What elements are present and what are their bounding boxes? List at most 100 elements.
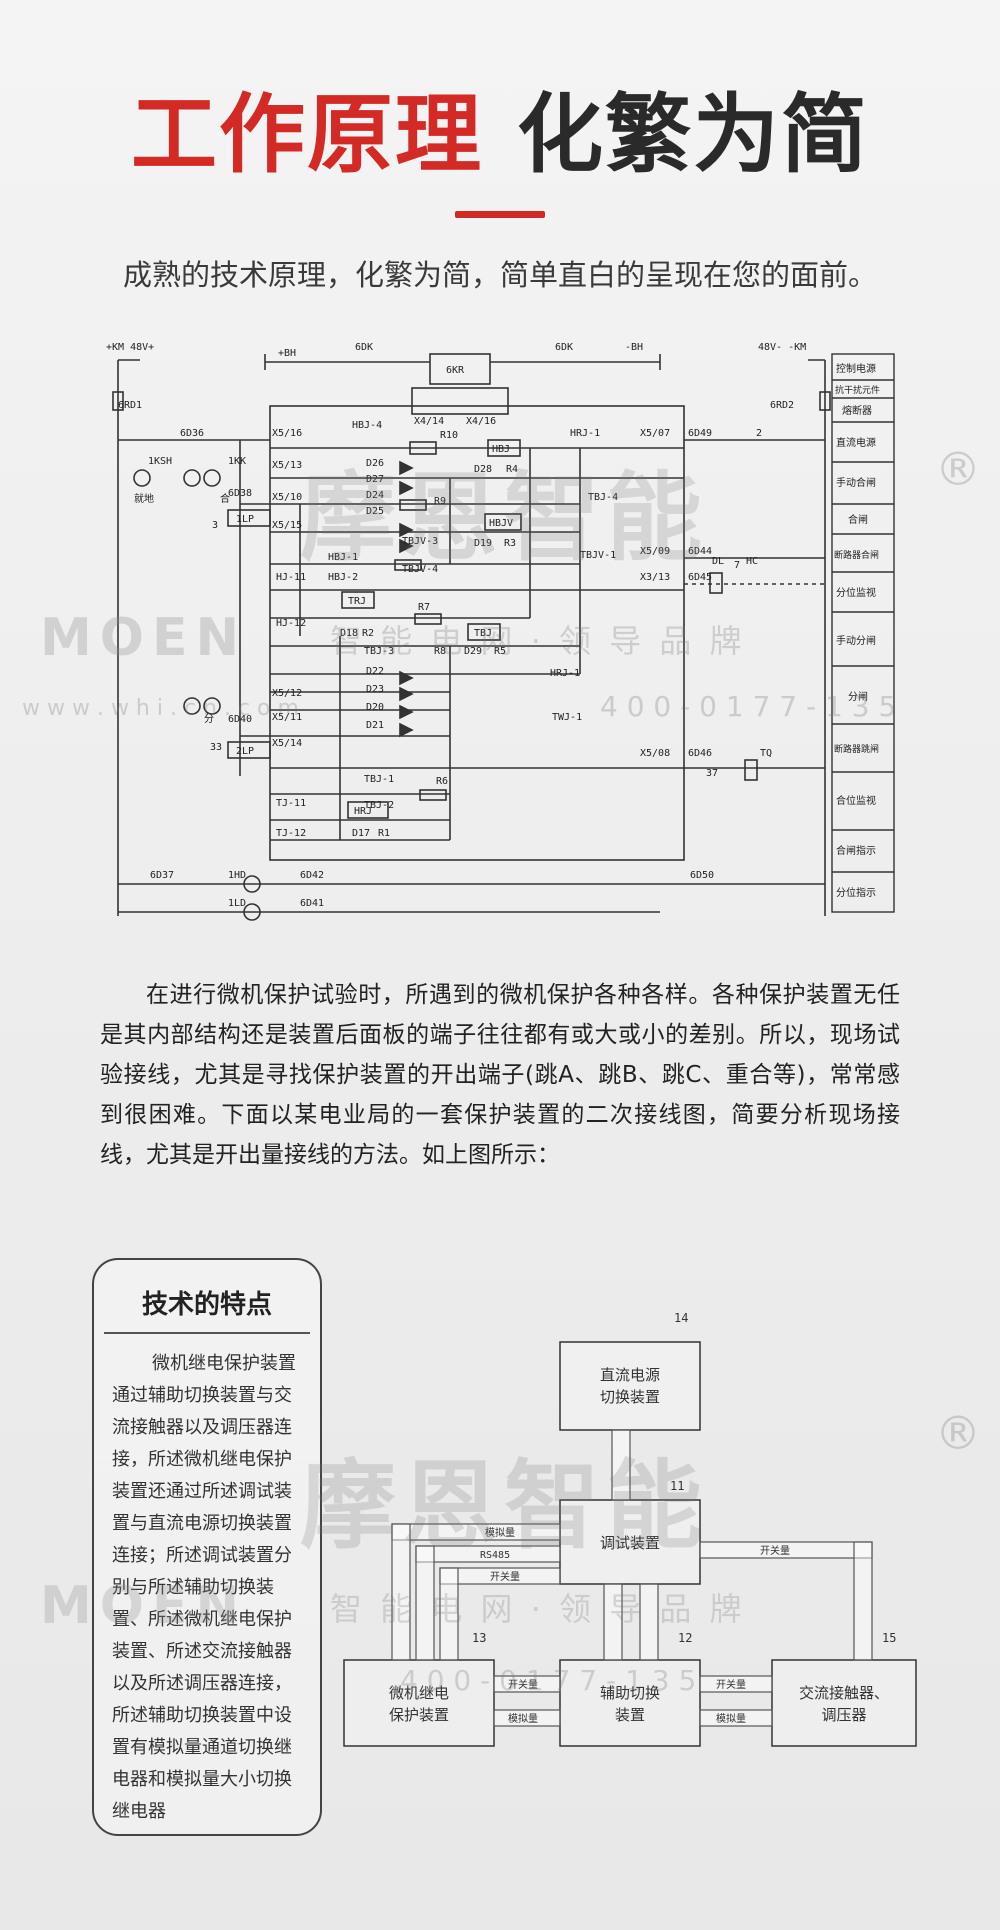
component-label: TBJ-1 bbox=[364, 774, 394, 785]
component-label: HJ-11 bbox=[276, 572, 306, 583]
component-label: TBJV-4 bbox=[402, 564, 438, 575]
legend-item: 手动合闸 bbox=[836, 476, 876, 489]
component-label: D21 bbox=[366, 720, 384, 731]
features-box: 技术的特点 微机继电保护装置通过辅助切换装置与交流接触器以及调压器连接，所述微机… bbox=[92, 1258, 322, 1836]
node-label: 1LD bbox=[228, 898, 246, 909]
node-label: 6D40 bbox=[228, 714, 252, 725]
component-label: TJ-12 bbox=[276, 828, 306, 839]
node-label: 6D41 bbox=[300, 898, 324, 909]
legend-item: 熔断器 bbox=[842, 404, 872, 417]
circuit-label: X4/14 bbox=[414, 416, 444, 427]
component-label: HRJ-1 bbox=[570, 428, 600, 439]
block-text: 装置 bbox=[615, 1706, 645, 1724]
block-aux-switch bbox=[559, 1659, 701, 1747]
circuit-side-label: 37 bbox=[706, 768, 718, 779]
circuit-label: 6RD2 bbox=[770, 400, 794, 411]
node-label: 6D38 bbox=[228, 488, 252, 499]
component-label: D23 bbox=[366, 684, 384, 695]
component-label: TBJV-3 bbox=[402, 536, 438, 547]
block-number: 14 bbox=[674, 1311, 688, 1325]
signal-label: 开关量 bbox=[716, 1678, 746, 1691]
watermark-registered: ® bbox=[935, 442, 981, 496]
intro-paragraph: 在进行微机保护试验时，所遇到的微机保护各种各样。各种保护装置无任是其内部结构还是… bbox=[100, 982, 900, 1168]
node-label: 6D42 bbox=[300, 870, 324, 881]
circuit-label: 6KR bbox=[446, 365, 465, 376]
signal-label: 模拟量 bbox=[716, 1712, 746, 1725]
circuit-label: -BH bbox=[625, 342, 643, 353]
circuit-label: +KM 48V+ bbox=[106, 342, 154, 353]
legend-item: 断路器合闸 bbox=[834, 549, 879, 561]
component-label: TRJ bbox=[348, 596, 366, 607]
circuit-label: 48V- -KM bbox=[758, 342, 806, 353]
circuit-side-label: 3 bbox=[212, 520, 218, 531]
terminal-label: X5/09 bbox=[640, 546, 670, 557]
legend-item: 分位指示 bbox=[836, 886, 876, 899]
signal-label: RS485 bbox=[480, 1550, 510, 1561]
signal-label: 开关量 bbox=[508, 1678, 538, 1691]
component-label: R6 bbox=[436, 776, 448, 787]
component-label: R3 bbox=[504, 538, 516, 549]
component-label: DL bbox=[712, 556, 724, 567]
block-number: 13 bbox=[472, 1631, 486, 1645]
title-underline bbox=[455, 211, 545, 218]
circuit-label: X4/16 bbox=[466, 416, 496, 427]
component-label: D19 bbox=[474, 538, 492, 549]
circuit-side-label: 7 bbox=[734, 560, 740, 571]
component-label: TBJ-4 bbox=[588, 492, 618, 503]
component-label: D17 bbox=[352, 828, 370, 839]
node-label: 1HD bbox=[228, 870, 246, 881]
signal-label: 模拟量 bbox=[485, 1526, 515, 1539]
component-label: 2LP bbox=[236, 746, 254, 757]
block-text: 调试装置 bbox=[600, 1534, 660, 1552]
node-label: 6D45 bbox=[688, 572, 712, 583]
terminal-label: X5/15 bbox=[272, 520, 302, 531]
component-label: R2 bbox=[362, 628, 374, 639]
legend-item: 分位监视 bbox=[836, 586, 876, 599]
node-label: 6D36 bbox=[180, 428, 204, 439]
component-label: D25 bbox=[366, 506, 384, 517]
component-label: R4 bbox=[506, 464, 518, 475]
component-label: D18 bbox=[340, 628, 358, 639]
legend-item: 断路器跳闸 bbox=[834, 743, 879, 755]
component-label: TJ-11 bbox=[276, 798, 306, 809]
circuit-side-label: 合 bbox=[220, 492, 230, 505]
component-label: R7 bbox=[418, 602, 430, 613]
component-label: D27 bbox=[366, 474, 384, 485]
component-label: R5 bbox=[494, 646, 506, 657]
subtitle: 成熟的技术原理，化繁为简，简单直白的呈现在您的面前。 bbox=[122, 258, 877, 292]
terminal-label: X5/11 bbox=[272, 712, 302, 723]
legend-item: 控制电源 bbox=[836, 362, 876, 375]
block-text: 调压器 bbox=[821, 1706, 866, 1724]
component-label: R9 bbox=[434, 496, 446, 507]
terminal-label: X5/12 bbox=[272, 688, 302, 699]
block-number: 15 bbox=[882, 1631, 896, 1645]
circuit-label: 6RD1 bbox=[118, 400, 142, 411]
component-label: TBJ bbox=[474, 628, 492, 639]
node-label: 6D46 bbox=[688, 748, 712, 759]
features-divider bbox=[104, 1332, 310, 1334]
component-label: HJ-12 bbox=[276, 618, 306, 629]
block-diagram: 模拟量 RS485 开关量 开关量 开关量 模拟量 开关量 模拟量 直流电源 切… bbox=[343, 1311, 917, 1747]
title-part-2: 化繁为简 bbox=[517, 85, 869, 185]
block-dc-switch bbox=[559, 1341, 701, 1431]
terminal-label: X3/13 bbox=[640, 572, 670, 583]
circuit-label: +BH bbox=[278, 348, 296, 359]
block-number: 12 bbox=[678, 1631, 692, 1645]
node-label: 6D49 bbox=[688, 428, 712, 439]
component-label: HBJ-2 bbox=[328, 572, 358, 583]
block-number: 11 bbox=[670, 1479, 684, 1493]
circuit-side-label: 2 bbox=[756, 428, 762, 439]
circuit-diagram: 控制电源 抗干扰元件 熔断器 直流电源 手动合闸 合闸 断路器合闸 分位监视 手… bbox=[106, 342, 895, 921]
circuit-side-label: 33 bbox=[210, 742, 222, 753]
component-label: TWJ-1 bbox=[552, 712, 582, 723]
block-text: 辅助切换 bbox=[600, 1684, 660, 1702]
block-text: 切换装置 bbox=[600, 1388, 660, 1406]
component-label: 1LP bbox=[236, 514, 254, 525]
terminal-label: X5/07 bbox=[640, 428, 670, 439]
component-label: D22 bbox=[366, 666, 384, 677]
terminal-label: X5/14 bbox=[272, 738, 302, 749]
block-relay bbox=[343, 1659, 495, 1747]
component-label: HBJV bbox=[489, 518, 513, 529]
signal-label: 开关量 bbox=[490, 1570, 520, 1583]
block-debug bbox=[559, 1499, 701, 1585]
